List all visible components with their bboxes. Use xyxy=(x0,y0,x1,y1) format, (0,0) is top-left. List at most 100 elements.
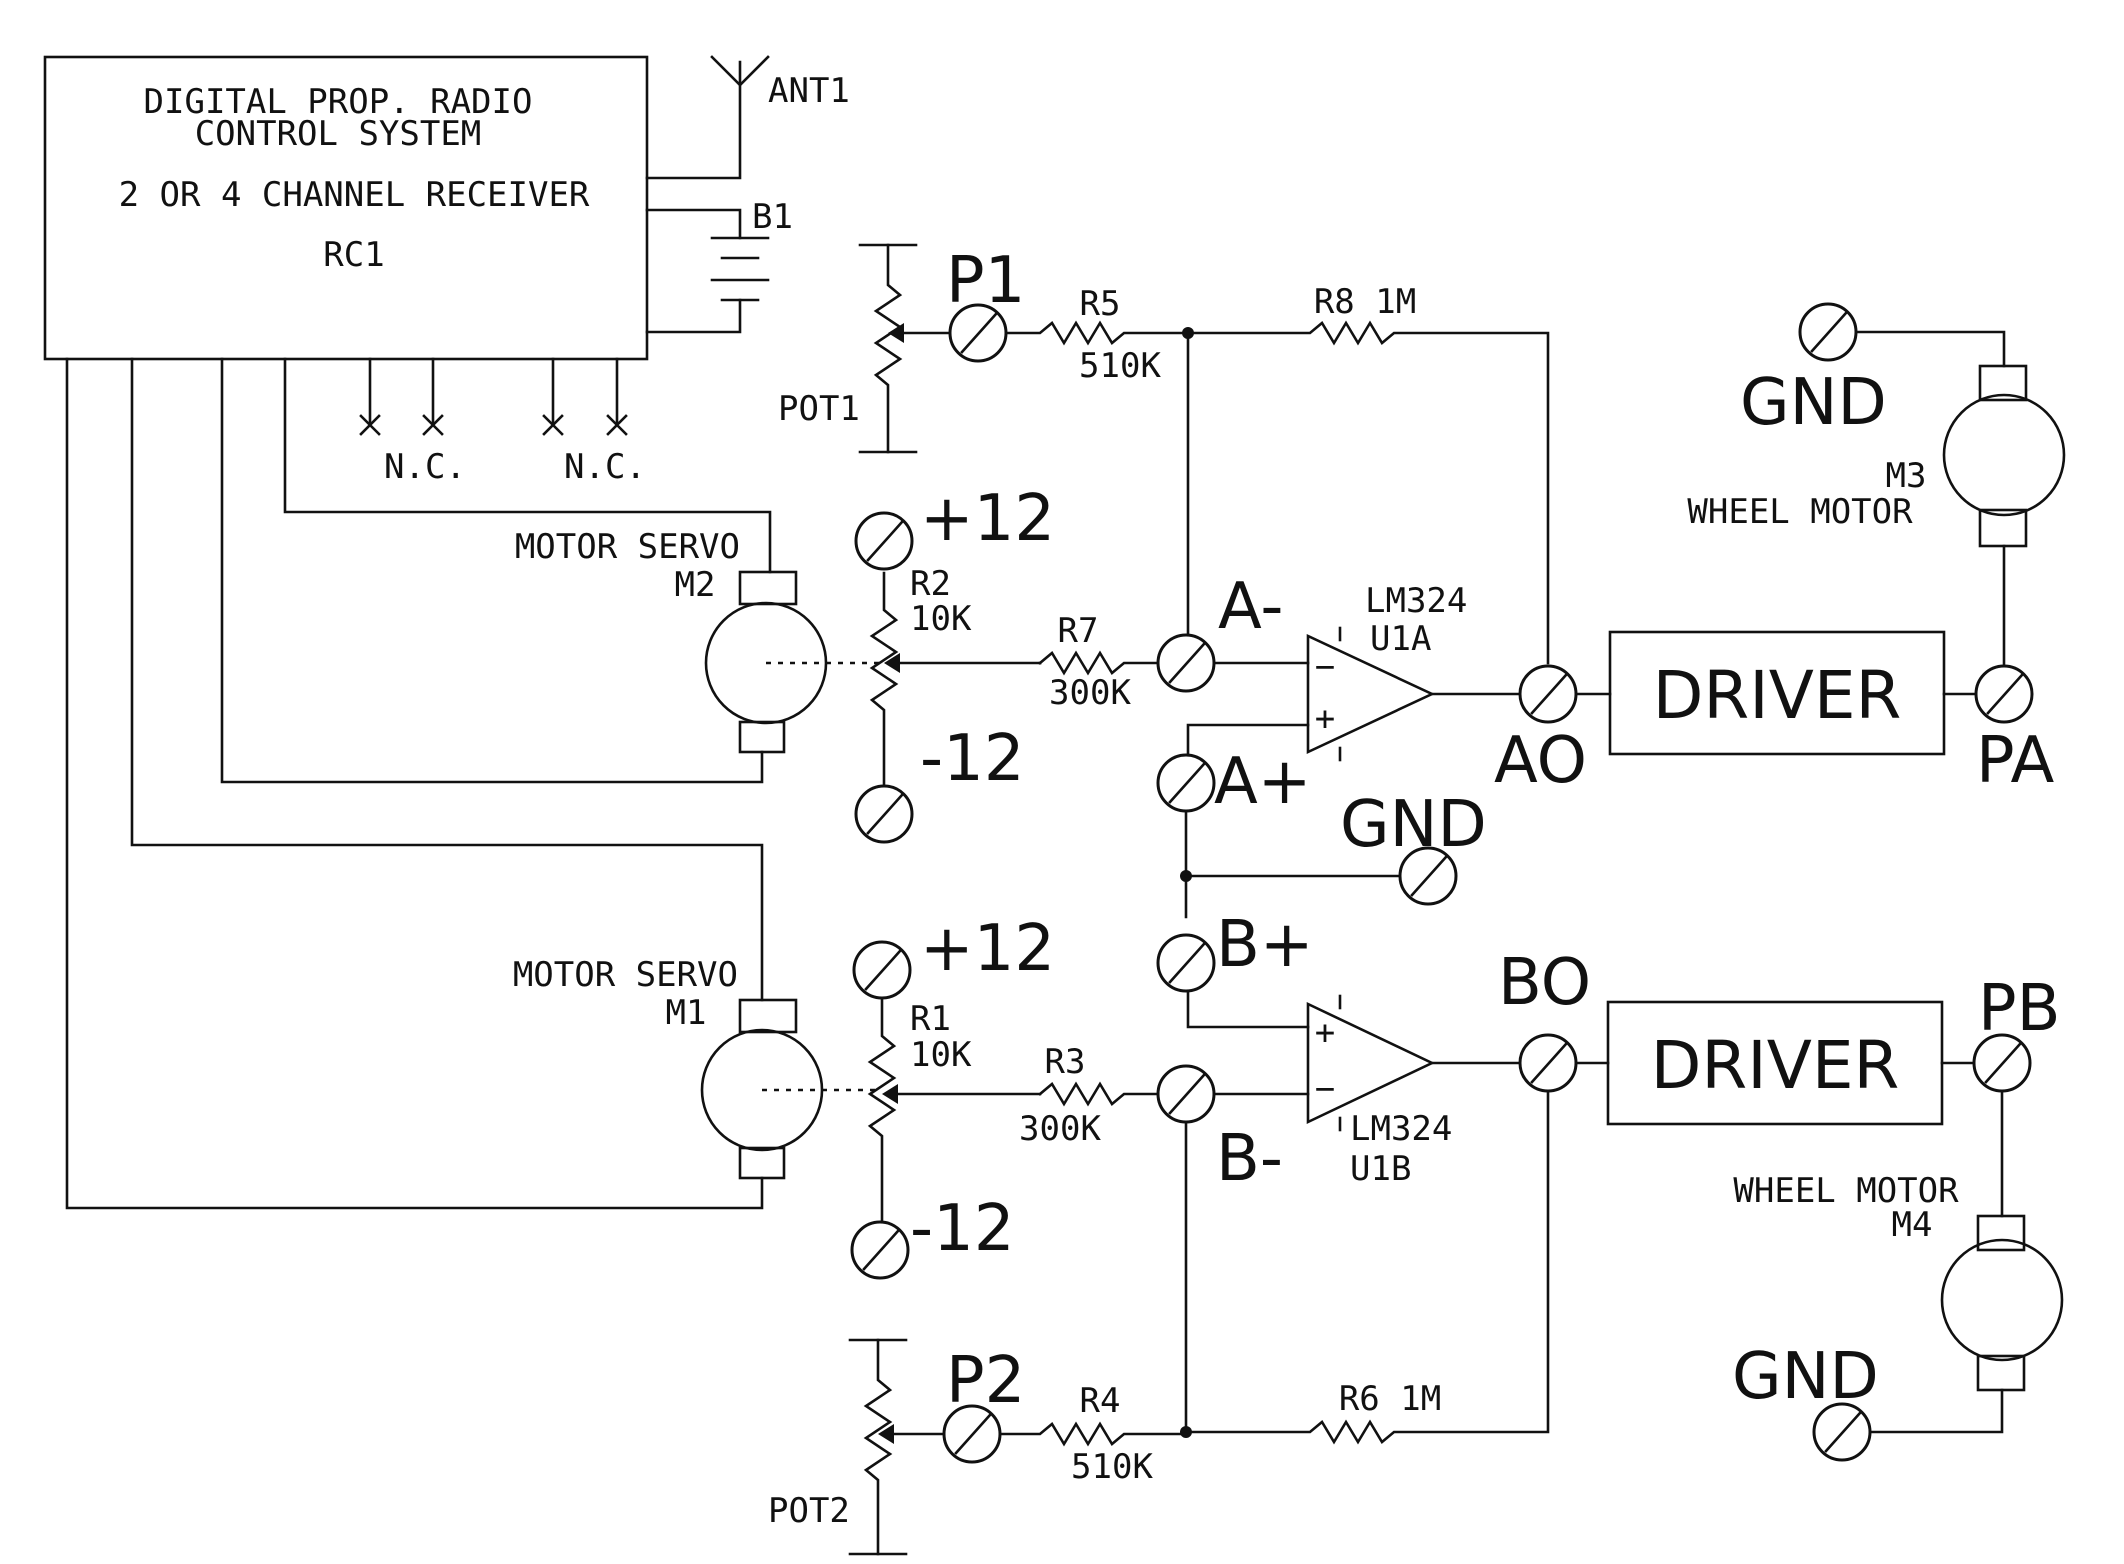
servo-m2-ref: M2 xyxy=(675,565,716,605)
terminal-p1[interactable] xyxy=(948,303,1008,363)
terminal-gnd-mid[interactable] xyxy=(1398,846,1458,906)
u1b-label: LM324 xyxy=(1350,1109,1452,1149)
terminal-minus12-bot[interactable] xyxy=(850,1220,910,1280)
servo-m2-label: MOTOR SERVO xyxy=(515,527,740,567)
minus12-bot-label: -12 xyxy=(910,1192,1015,1266)
resistor-r5-icon xyxy=(1004,320,1190,346)
a-minus-label: A- xyxy=(1218,570,1283,644)
m4-ref: M4 xyxy=(1892,1205,1933,1245)
opamp-u1b-plus: + xyxy=(1315,1013,1335,1053)
pa-label: PA xyxy=(1976,724,2055,798)
r4-label: R4 xyxy=(1080,1381,1121,1421)
r7-value: 300K xyxy=(1049,673,1131,713)
wire-m4-gnd xyxy=(1868,1388,2004,1434)
wire-rc-servo-m1-b xyxy=(65,357,764,1210)
resistor-r7-icon xyxy=(1038,650,1160,676)
r4-value: 510K xyxy=(1071,1447,1153,1487)
resistor-r8-icon xyxy=(1186,320,1550,665)
servo-m1-label: MOTOR SERVO xyxy=(513,955,738,995)
terminal-a-minus[interactable] xyxy=(1156,633,1216,693)
terminal-b-minus[interactable] xyxy=(1156,1064,1216,1124)
receiver-ref: RC1 xyxy=(323,235,384,275)
r3-label: R3 xyxy=(1045,1042,1086,1082)
gnd-bot-label: GND xyxy=(1732,1340,1879,1414)
u1a-label: LM324 xyxy=(1365,581,1467,621)
terminal-plus12-bot[interactable] xyxy=(852,940,912,1000)
r2-label: R2 xyxy=(910,564,951,604)
terminal-plus12-top[interactable] xyxy=(854,511,914,571)
resistor-r6-icon xyxy=(1184,1089,1550,1445)
wheel-motor-m3-icon xyxy=(1942,364,2066,548)
wire-rc-servo-m1-a xyxy=(130,357,764,1002)
plus12-bot-label: +12 xyxy=(920,912,1055,986)
minus12-top-label: -12 xyxy=(920,722,1025,796)
u1b-ref: U1B xyxy=(1350,1149,1411,1189)
m3-label: WHEEL MOTOR xyxy=(1687,492,1913,532)
m4-label: WHEEL MOTOR xyxy=(1733,1171,1959,1211)
terminal-bo[interactable] xyxy=(1518,1033,1578,1093)
r3-value: 300K xyxy=(1019,1109,1101,1149)
receiver-line3: 2 OR 4 CHANNEL RECEIVER xyxy=(119,175,590,215)
wire-gnd-m3 xyxy=(1854,330,2006,368)
plus12-top-label: +12 xyxy=(920,482,1055,556)
u1a-ref: U1A xyxy=(1370,619,1431,659)
receiver-line1: DIGITAL PROP. RADIO xyxy=(144,82,533,122)
b-plus-label: B+ xyxy=(1216,908,1314,982)
nc-label-1: N.C. xyxy=(384,447,466,487)
terminal-b-plus[interactable] xyxy=(1156,933,1216,993)
r7-label: R7 xyxy=(1058,611,1099,651)
servo-motor-m2-icon xyxy=(704,570,880,754)
wire-b-plus xyxy=(1186,989,1310,1029)
opamp-u1a-plus: + xyxy=(1315,699,1335,739)
wheel-motor-m4-icon xyxy=(1940,1214,2064,1392)
resistor-r3-icon xyxy=(1038,1081,1160,1107)
gnd-mid-label: GND xyxy=(1340,788,1487,862)
driver-b-label: DRIVER xyxy=(1651,1027,1900,1104)
terminal-gnd-bot[interactable] xyxy=(1812,1402,1872,1462)
wire-rc-servo-m2-a xyxy=(283,357,772,574)
r1-value: 10K xyxy=(910,1035,972,1075)
wire-rc-servo-m2-b xyxy=(220,357,764,784)
nc-label-2: N.C. xyxy=(564,447,646,487)
resistor-r4-icon xyxy=(998,1421,1188,1447)
receiver-box xyxy=(43,55,649,361)
opamp-u1a-minus: − xyxy=(1315,647,1335,687)
bo-label: BO xyxy=(1498,946,1591,1020)
pot1-icon xyxy=(858,243,952,454)
r2-value: 10K xyxy=(910,599,972,639)
pb-label: PB xyxy=(1978,972,2061,1046)
r1-label: R1 xyxy=(910,999,951,1039)
opamp-u1b-minus: − xyxy=(1315,1069,1335,1109)
opamp-u1b-icon xyxy=(1306,994,1522,1132)
resistor-r1-icon xyxy=(867,996,1042,1224)
p2-label: P2 xyxy=(946,1344,1025,1418)
r5-value: 510K xyxy=(1079,346,1161,386)
antenna-label: ANT1 xyxy=(768,71,850,111)
antenna-icon xyxy=(645,55,770,180)
terminal-minus12-top[interactable] xyxy=(854,784,914,844)
pot1-label: POT1 xyxy=(778,389,860,429)
ao-label: AO xyxy=(1494,724,1587,798)
terminal-ao[interactable] xyxy=(1518,664,1578,724)
pot2-icon xyxy=(848,1338,947,1556)
resistor-r2-icon xyxy=(869,571,1042,792)
nc-pins xyxy=(359,357,628,436)
a-plus-label: A+ xyxy=(1214,745,1311,819)
m3-ref: M3 xyxy=(1886,456,1927,496)
battery-icon xyxy=(645,208,770,334)
receiver-line2: CONTROL SYSTEM xyxy=(195,114,482,154)
r5-label: R5 xyxy=(1080,284,1121,324)
terminal-gnd-top[interactable] xyxy=(1798,302,1858,362)
terminal-pa[interactable] xyxy=(1974,664,2034,724)
b-minus-label: B- xyxy=(1216,1122,1283,1196)
gnd-top-label: GND xyxy=(1740,366,1887,440)
battery-label: B1 xyxy=(752,197,793,237)
pot2-label: POT2 xyxy=(768,1491,850,1531)
driver-a-label: DRIVER xyxy=(1653,657,1902,734)
servo-m1-ref: M1 xyxy=(666,993,707,1033)
opamp-u1a-icon xyxy=(1212,626,1522,762)
terminal-a-plus[interactable] xyxy=(1156,753,1216,813)
wire-a-plus xyxy=(1186,723,1310,757)
r6-label: R6 1M xyxy=(1339,1379,1441,1419)
servo-motor-m1-icon xyxy=(700,998,880,1180)
